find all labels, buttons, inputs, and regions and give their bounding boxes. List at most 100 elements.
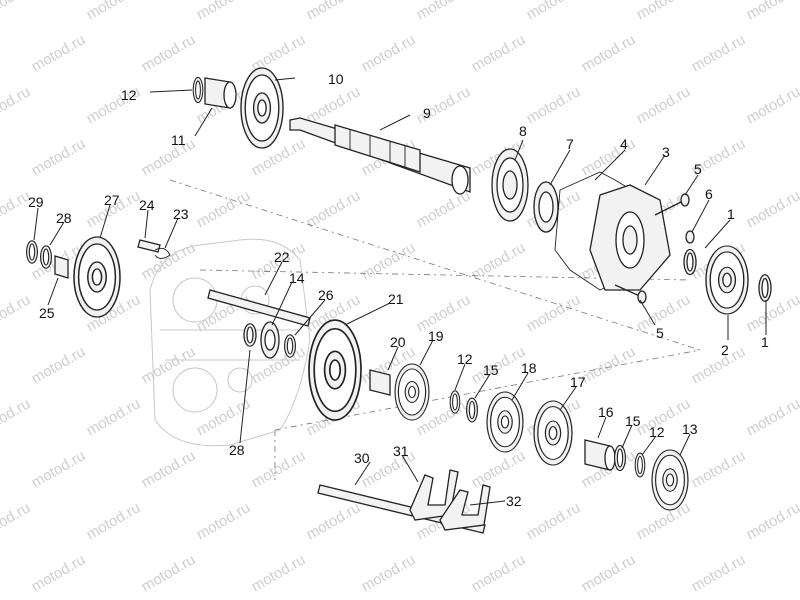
- callout-13: 13: [682, 421, 698, 437]
- watermark-text: motod.ru: [139, 31, 199, 75]
- callout-25: 25: [39, 305, 55, 321]
- callout-12-mid: 12: [457, 351, 473, 367]
- cover-3: [589, 184, 671, 291]
- seal-7: [533, 181, 559, 233]
- callout-5-top: 5: [694, 161, 702, 177]
- callout-15-right: 15: [625, 413, 641, 429]
- main-shaft: [289, 117, 471, 195]
- watermark-text: motod.ru: [359, 31, 419, 75]
- watermark-text: motod.ru: [0, 83, 33, 127]
- circlip-12-mid: [449, 390, 461, 414]
- washer-28-left: [40, 245, 52, 269]
- callout-32: 32: [506, 493, 522, 509]
- watermark-text: motod.ru: [0, 499, 33, 543]
- callout-10: 10: [328, 71, 344, 87]
- watermark-text: motod.ru: [29, 447, 89, 491]
- washer-6: [685, 230, 695, 244]
- watermark-text: motod.ru: [579, 343, 639, 387]
- leader-lines: [33, 77, 767, 506]
- callout-3: 3: [662, 144, 670, 160]
- watermark-text: motod.ru: [579, 31, 639, 75]
- watermark-text: motod.ru: [304, 187, 364, 231]
- washer-15-right: [614, 444, 626, 472]
- gear-17: [533, 400, 573, 466]
- callout-7: 7: [566, 136, 574, 152]
- callout-22: 22: [274, 249, 290, 265]
- watermark-text: motod.ru: [249, 343, 309, 387]
- bush-11: [204, 77, 237, 109]
- callout-26: 26: [318, 287, 334, 303]
- watermark-text: motod.ru: [304, 83, 364, 127]
- watermark-text: motod.ru: [524, 83, 584, 127]
- washer-15-mid: [466, 397, 478, 423]
- watermark-text: motod.ru: [249, 551, 309, 595]
- watermark-text: motod.ru: [0, 0, 33, 23]
- watermark-text: motod.ru: [579, 551, 639, 595]
- watermark-text: motod.ru: [0, 395, 33, 439]
- gear-21: [308, 319, 362, 421]
- callout-1-left: 1: [727, 206, 735, 222]
- watermark-text: motod.ru: [304, 0, 364, 23]
- watermark-text: motod.ru: [524, 291, 584, 335]
- watermark-text: motod.ru: [139, 447, 199, 491]
- watermark-text: motod.ru: [524, 0, 584, 23]
- callout-18: 18: [521, 360, 537, 376]
- callout-12-right: 12: [649, 424, 665, 440]
- callout-6: 6: [705, 186, 713, 202]
- clip-29: [26, 240, 38, 264]
- callout-15-mid: 15: [483, 362, 499, 378]
- watermark-text: motod.ru: [469, 31, 529, 75]
- watermark-text: motod.ru: [634, 83, 694, 127]
- watermark-text: motod.ru: [414, 187, 474, 231]
- gear-27: [73, 236, 121, 318]
- callout-29: 29: [28, 194, 44, 210]
- watermark-text: motod.ru: [29, 31, 89, 75]
- watermark-text: motod.ru: [139, 551, 199, 595]
- shaft-22: [207, 289, 311, 327]
- needle-bearing-25: [54, 255, 69, 279]
- callout-31: 31: [393, 443, 409, 459]
- watermark-text: motod.ru: [29, 551, 89, 595]
- bush-16: [584, 439, 616, 471]
- watermark-text: motod.ru: [744, 83, 800, 127]
- watermark-text: motod.ru: [469, 239, 529, 283]
- watermark-text: motod.ru: [744, 291, 800, 335]
- watermark-text: motod.ru: [634, 0, 694, 23]
- callout-16: 16: [598, 404, 614, 420]
- gear-19: [394, 363, 430, 421]
- watermark-text: motod.ru: [689, 551, 749, 595]
- callout-8: 8: [519, 123, 527, 139]
- sprocket-2: [705, 245, 749, 315]
- callout-19: 19: [428, 328, 444, 344]
- callout-4: 4: [620, 136, 628, 152]
- watermark-text: motod.ru: [469, 447, 529, 491]
- watermark-text: motod.ru: [29, 343, 89, 387]
- washer-28-right: [243, 323, 257, 347]
- watermark-text: motod.ru: [84, 0, 144, 23]
- callout-5-bottom: 5: [656, 325, 664, 341]
- callout-28-left: 28: [56, 210, 72, 226]
- watermark-text: motod.ru: [0, 291, 33, 335]
- callout-9: 9: [423, 105, 431, 121]
- watermark-text: motod.ru: [194, 187, 254, 231]
- clip-23: [154, 247, 171, 259]
- needle-bearing-20: [369, 369, 391, 396]
- callouts: 12 10 11 9 8 7 4 3 5 6 1 5 2 1 29 28 25 …: [28, 71, 769, 509]
- gear-13: [651, 449, 689, 511]
- watermark-text: motod.ru: [194, 0, 254, 23]
- watermark-text: motod.ru: [249, 447, 309, 491]
- watermark-text: motod.ru: [139, 135, 199, 179]
- callout-1-right: 1: [761, 334, 769, 350]
- shift-fork-32: [439, 484, 491, 531]
- watermark-text: motod.ru: [689, 447, 749, 491]
- watermark-text: motod.ru: [84, 499, 144, 543]
- circlip-12-top: [192, 76, 204, 104]
- callout-28-right: 28: [229, 442, 245, 458]
- axis-lines: [169, 179, 701, 480]
- callout-2: 2: [721, 342, 729, 358]
- callout-24: 24: [139, 197, 155, 213]
- bolt-5-top: [654, 193, 690, 216]
- pin-24: [137, 239, 161, 253]
- watermark-text: motod.ru: [689, 343, 749, 387]
